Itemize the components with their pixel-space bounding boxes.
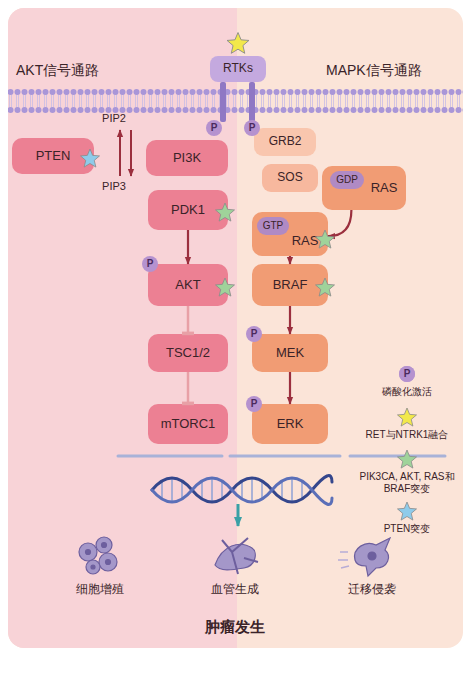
- node-label: ERK: [277, 417, 304, 432]
- node-label: GTP: [263, 220, 284, 232]
- protein-box: RAS GTP: [252, 212, 328, 256]
- conversion-arrow: [130, 130, 132, 176]
- outcome-label: 细胞增殖: [60, 582, 140, 596]
- legend-symbol: [397, 450, 417, 470]
- legend-swatch: [397, 450, 417, 470]
- mutation-star: [315, 230, 334, 248]
- activation-arrow: [328, 210, 351, 236]
- mutation-star: [215, 278, 234, 296]
- legend-shape: [399, 366, 415, 382]
- protein-box: PDK1: [148, 190, 228, 230]
- phospho-badge: P: [244, 120, 260, 136]
- activation-arrow: [289, 306, 291, 334]
- legend-swatch: [397, 502, 417, 522]
- nuclear-membrane: [118, 455, 445, 458]
- node-label: SOS: [277, 171, 302, 185]
- protein-box: PTEN: [12, 138, 94, 174]
- nucleotide-oval: GTP: [257, 217, 289, 235]
- outcome-arrow: [237, 504, 240, 526]
- legend-shape: [397, 408, 416, 426]
- protein-box: mTORC1: [148, 404, 228, 444]
- legend-text: PTEN突变: [352, 523, 462, 535]
- phospho-badge: P: [246, 326, 262, 342]
- lipid-label: PIP3: [96, 180, 132, 193]
- pathway-title: MAPK信号通路: [326, 62, 456, 79]
- angiogenesis-icon: [215, 538, 258, 574]
- legend-symbol: [397, 408, 417, 428]
- receptor-leg: [249, 82, 255, 122]
- protein-box: PI3K: [146, 140, 228, 176]
- node-label: RAS: [371, 181, 398, 196]
- cell-membrane: [8, 88, 463, 114]
- legend-symbol: [397, 502, 417, 522]
- receptor-leg: [220, 82, 226, 122]
- pten-mutation-star: [80, 149, 99, 167]
- dna-helix: [152, 476, 332, 505]
- activation-arrow: [289, 372, 291, 404]
- node-label: RAS: [292, 234, 319, 249]
- pathway-title: AKT信号通路: [16, 62, 136, 79]
- protein-box: BRAF: [252, 264, 328, 306]
- node-label: MEK: [276, 346, 304, 361]
- mutation-star: [215, 203, 234, 221]
- outcome-title: 肿瘤发生: [175, 618, 295, 636]
- node-label: GRB2: [269, 135, 302, 149]
- phospho-badge: P: [142, 256, 158, 272]
- migration-icon: [338, 538, 390, 576]
- node-label: TSC1/2: [166, 346, 210, 361]
- phospho-badge: P: [399, 366, 415, 382]
- protein-box: TSC1/2: [148, 334, 228, 372]
- node-label: BRAF: [273, 278, 308, 293]
- node-label: GDP: [336, 174, 358, 186]
- node-label: PI3K: [173, 151, 201, 166]
- node-label: PDK1: [171, 203, 205, 218]
- legend-shape: [397, 450, 416, 468]
- nucleotide-oval: GDP: [330, 171, 364, 189]
- node-label: AKT: [175, 278, 200, 293]
- protein-box: ERK: [252, 404, 328, 444]
- protein-box: MEK: [252, 334, 328, 372]
- receptor-box: RTKs: [210, 56, 266, 82]
- protein-box: RAS GDP: [322, 166, 406, 210]
- legend-swatch: [397, 408, 417, 428]
- outcome-label: 迁移侵袭: [332, 582, 412, 596]
- phospho-badge: P: [246, 396, 262, 412]
- legend-text: RET与NTRK1融合: [352, 429, 462, 441]
- activation-arrow: [187, 230, 189, 264]
- inhibition-connector: [187, 372, 190, 404]
- adaptor-box: GRB2: [254, 128, 316, 156]
- legend-text: PIK3CA, AKT, RAS和BRAF突变: [352, 471, 462, 495]
- node-label: PTEN: [36, 149, 71, 164]
- node-label: mTORC1: [161, 417, 216, 432]
- inhibition-connector: [187, 306, 190, 334]
- adaptor-box: SOS: [262, 164, 318, 192]
- mutation-star: [315, 278, 334, 296]
- conversion-arrow: [119, 130, 121, 176]
- activation-arrow: [289, 256, 291, 264]
- cell-proliferation-icon: [79, 537, 117, 574]
- protein-box: AKT: [148, 264, 228, 306]
- lipid-label: PIP2: [96, 112, 132, 125]
- outcome-label: 血管生成: [195, 582, 275, 596]
- phospho-badge: P: [206, 120, 222, 136]
- panel-background: [8, 8, 463, 648]
- fusion-star: [227, 33, 249, 54]
- legend-text: 磷酸化激活: [352, 386, 462, 398]
- node-label: RTKs: [223, 62, 253, 76]
- legend-shape: [397, 502, 416, 520]
